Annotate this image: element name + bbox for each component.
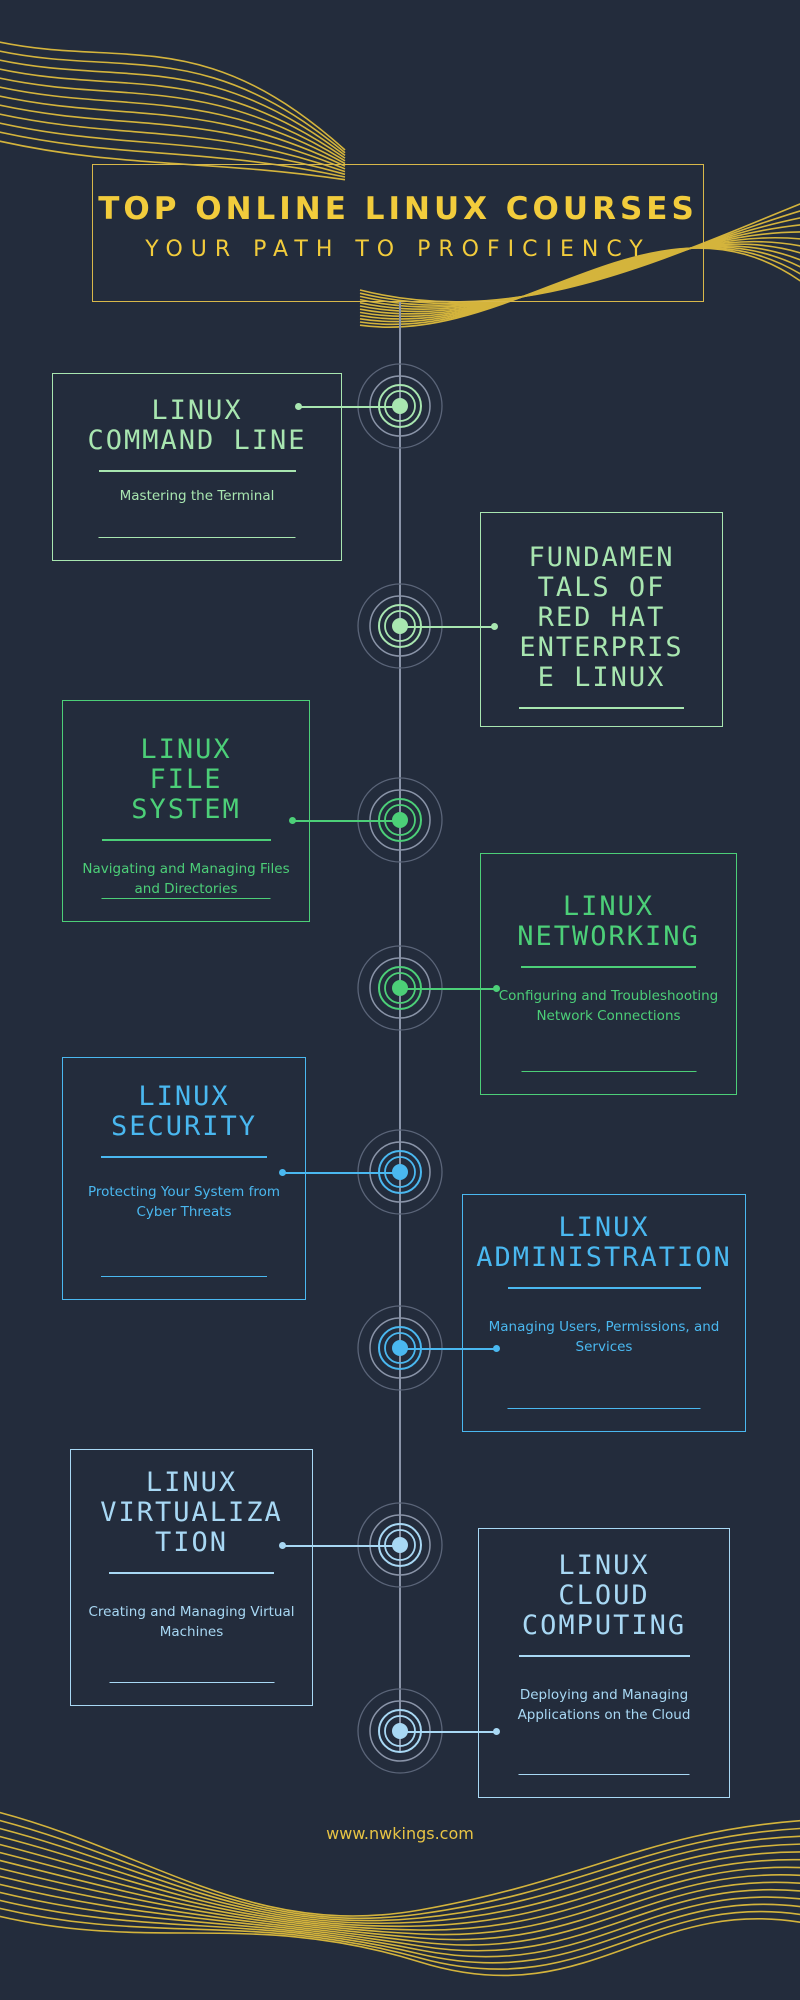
connector-dot <box>493 1345 500 1352</box>
card-divider <box>109 1572 274 1574</box>
course-card: LINUX SECURITY Protecting Your System fro… <box>62 1057 306 1300</box>
card-divider <box>518 1773 690 1775</box>
connector-dot <box>493 985 500 992</box>
course-description: Deploying and Managing Applications on t… <box>517 1686 691 1723</box>
wave-line <box>0 77 346 162</box>
course-title: LINUX ADMINISTRATION <box>476 1212 732 1273</box>
wave-line <box>0 113 346 173</box>
course-card: LINUX CLOUD COMPUTING Deploying and Manag… <box>478 1528 730 1798</box>
timeline-connector <box>400 1731 496 1733</box>
wave-line <box>0 95 346 167</box>
course-card: LINUX COMMAND LINE Mastering the Terminal <box>52 373 342 561</box>
wave-line <box>0 1899 800 1964</box>
card-divider <box>101 1275 267 1277</box>
course-card: LINUX ADMINISTRATION Managing Users, Perm… <box>462 1194 746 1432</box>
course-card: LINUX FILE SYSTEM Navigating and Managing… <box>62 700 310 922</box>
wave-line <box>0 50 346 154</box>
card-divider <box>101 1156 267 1158</box>
course-description: Configuring and Troubleshooting Network … <box>498 987 719 1024</box>
wave-line <box>0 1907 800 1970</box>
timeline-connector <box>400 988 496 990</box>
connector-dot <box>279 1542 286 1549</box>
page-title: TOP ONLINE LINUX COURSES <box>98 191 698 227</box>
connector-dot <box>295 403 302 410</box>
course-title: LINUX VIRTUALIZA TION <box>100 1467 283 1558</box>
timeline-connector <box>282 1545 400 1547</box>
card-divider <box>101 897 271 899</box>
card-divider <box>507 1407 701 1409</box>
wave-line <box>0 1851 800 1931</box>
course-card: LINUX VIRTUALIZA TION Creating and Managi… <box>70 1449 313 1706</box>
wave-line <box>0 1843 800 1928</box>
wave-line <box>0 1875 800 1946</box>
course-description: Navigating and Managing Files and Direct… <box>82 860 290 897</box>
card-divider <box>109 1681 274 1683</box>
card-divider <box>519 707 684 709</box>
card-divider <box>521 1070 696 1072</box>
course-card: FUNDAMEN TALS OF RED HAT ENTERPRIS E LIN… <box>480 512 723 727</box>
connector-dot <box>491 623 498 630</box>
wave-line <box>0 59 346 157</box>
course-title: LINUX SECURITY <box>110 1081 258 1142</box>
course-card: LINUX NETWORKING Configuring and Troubles… <box>480 853 737 1095</box>
wave-line <box>0 1867 800 1941</box>
timeline-line <box>399 302 401 1752</box>
course-description: Mastering the Terminal <box>119 487 275 504</box>
card-divider <box>98 470 296 472</box>
connector-dot <box>493 1728 500 1735</box>
wave-line <box>0 1915 800 1977</box>
card-divider <box>518 1655 690 1657</box>
connector-dot <box>279 1169 286 1176</box>
connector-dot <box>289 817 296 824</box>
wave-line <box>0 41 346 151</box>
course-title: LINUX CLOUD COMPUTING <box>521 1550 687 1641</box>
timeline-connector <box>400 1348 496 1350</box>
page-subtitle: YOUR PATH TO PROFICIENCY <box>145 237 651 262</box>
card-divider <box>98 536 296 538</box>
timeline-connector <box>298 406 400 408</box>
timeline-connector <box>400 626 494 628</box>
course-title: FUNDAMEN TALS OF RED HAT ENTERPRIS E LIN… <box>519 542 684 693</box>
course-description: Protecting Your System from Cyber Threat… <box>87 1183 281 1220</box>
wave-line <box>0 1891 800 1958</box>
course-description: Managing Users, Permissions, and Service… <box>488 1318 720 1355</box>
wave-line <box>0 1835 800 1925</box>
course-title: LINUX COMMAND LINE <box>87 395 307 456</box>
timeline-connector <box>282 1172 400 1174</box>
card-divider <box>507 1287 701 1289</box>
website-link[interactable]: www.nwkings.com <box>326 1824 474 1843</box>
card-divider <box>521 966 696 968</box>
wave-line <box>0 68 346 159</box>
course-title: LINUX NETWORKING <box>517 891 700 952</box>
course-title: LINUX FILE SYSTEM <box>131 734 241 825</box>
wave-line <box>0 1859 800 1936</box>
wave-line <box>0 104 346 170</box>
bottom-wave-decoration <box>0 1811 800 1977</box>
wave-line <box>0 86 346 165</box>
card-divider <box>101 839 271 841</box>
wave-line <box>0 1883 800 1952</box>
header-banner: TOP ONLINE LINUX COURSES YOUR PATH TO PR… <box>92 164 704 302</box>
timeline-connector <box>292 820 400 822</box>
course-description: Creating and Managing Virtual Machines <box>88 1603 295 1640</box>
